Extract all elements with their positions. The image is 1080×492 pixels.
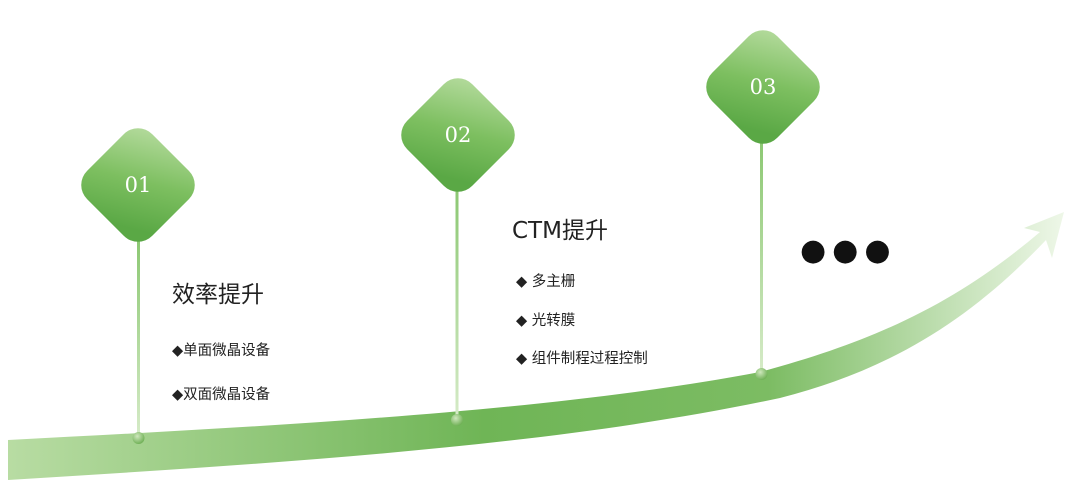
milestone-title-01: 效率提升	[172, 282, 264, 308]
milestone-diamond-02	[401, 78, 515, 192]
milestone-number-01: 01	[124, 173, 152, 197]
milestone-stem-03	[760, 140, 763, 374]
milestone-item: ◆单面微晶设备	[172, 343, 271, 359]
milestone-node-01	[132, 432, 145, 444]
milestone-number-02: 02	[444, 123, 472, 147]
milestone-diamond-01	[81, 128, 195, 242]
more-ellipsis-icon: ●●●	[800, 233, 897, 268]
milestone-item: ◆ 光转膜	[516, 313, 576, 329]
milestone-node-02	[451, 414, 463, 426]
milestone-stem-01	[137, 240, 140, 438]
growth-arrow-ribbon	[8, 212, 1064, 480]
milestone-item: ◆ 多主栅	[516, 274, 576, 290]
milestone-node-03	[755, 368, 768, 380]
milestone-item: ◆双面微晶设备	[172, 387, 271, 403]
milestone-diamond-03	[706, 30, 820, 144]
milestone-title-02: CTM提升	[512, 218, 608, 244]
milestone-item: ◆ 组件制程过程控制	[516, 351, 648, 367]
milestone-number-03: 03	[749, 75, 777, 99]
milestone-stem-02	[455, 190, 459, 420]
